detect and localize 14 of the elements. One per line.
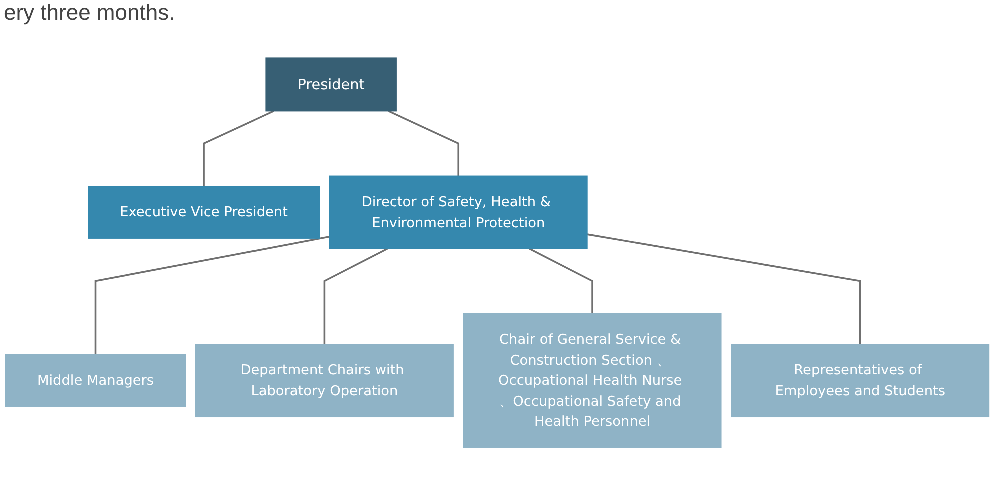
connector xyxy=(324,248,388,344)
node-box: Executive Vice President xyxy=(88,186,320,239)
node-box: Director of Safety, Health & Environmental Protection xyxy=(329,176,588,250)
note-text: ery three months. xyxy=(4,0,176,26)
node-box: Representatives of Employees and Students xyxy=(731,344,990,418)
connector xyxy=(203,110,274,186)
node-box: Department Chairs with Laboratory Operation xyxy=(195,344,454,418)
connector xyxy=(94,236,330,355)
connector xyxy=(388,110,460,176)
node-box: Chair of General Service & Construction Section 、 Occupational Health Nurse 、Occupational Safety and Health Personnel xyxy=(463,313,722,448)
node-box: President xyxy=(266,58,397,112)
connector xyxy=(587,234,862,344)
node-box: Middle Managers xyxy=(5,354,186,408)
connector xyxy=(529,248,594,314)
